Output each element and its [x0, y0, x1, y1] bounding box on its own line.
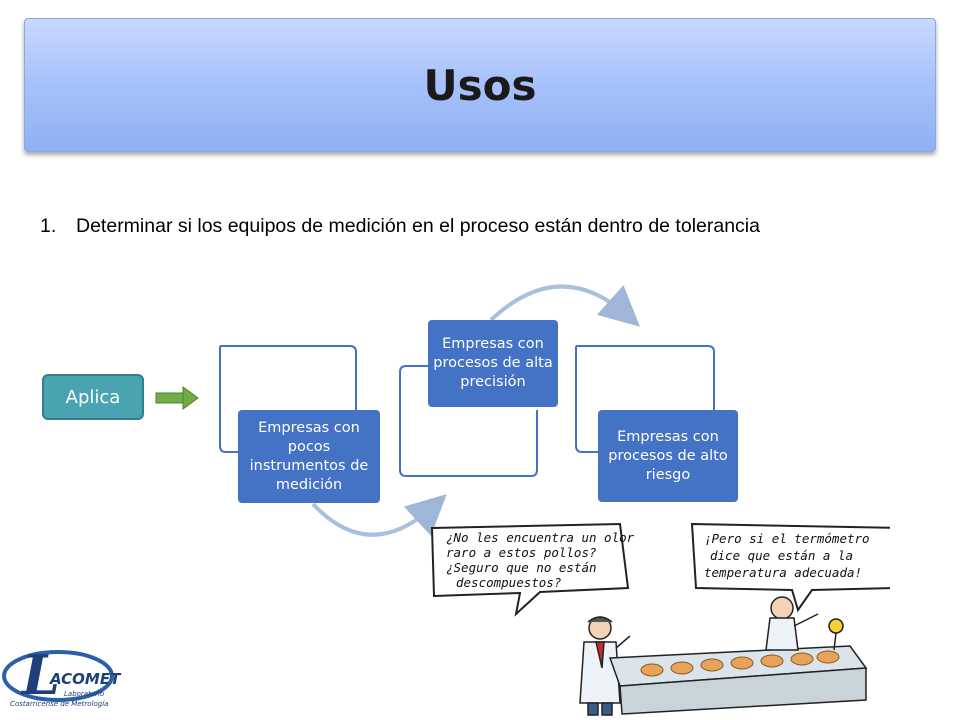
bubble-right-line3: temperatura adecuada! [704, 565, 862, 580]
bubble-left-line2: raro a estos pollos? [446, 545, 597, 560]
vendor-figure [765, 596, 844, 651]
lacomet-logo: L ACOMET Laboratorio Costarricense de Me… [2, 643, 122, 708]
bullet-text: Determinar si los equipos de medición en… [76, 215, 760, 237]
bullet-item: 1. Determinar si los equipos de medición … [40, 215, 940, 238]
bullet-number: 1. [40, 215, 57, 237]
bubble-right-line1: ¡Pero si el termómetro [704, 531, 870, 546]
bubble-right-line2: dice que están a la [710, 548, 853, 563]
svg-text:ACOMET: ACOMET [49, 670, 122, 688]
svg-text:L: L [20, 643, 60, 707]
bracket-frame-1 [220, 345, 357, 410]
bubble-left-line3: ¿Seguro que no están [446, 560, 597, 575]
box-alta-precision: Empresas con procesos de alta precisión [428, 320, 558, 407]
aplica-label: Aplica [42, 374, 144, 420]
curved-arrow-top [489, 284, 640, 327]
inspector-figure [579, 616, 631, 716]
title-banner: Usos [24, 18, 936, 152]
bracket-frame-3 [576, 345, 715, 410]
meat-counter [608, 645, 868, 715]
bracket-frame-3-left [575, 346, 598, 453]
bubble-left-line1: ¿No les encuentra un olor [446, 530, 635, 545]
page-title: Usos [423, 60, 537, 110]
box-alto-riesgo: Empresas con procesos de alto riesgo [598, 410, 738, 502]
bubble-left-line4: descompuestos? [456, 575, 561, 590]
green-arrow-icon [155, 386, 199, 410]
svg-text:Costarricense de Metrología: Costarricense de Metrología [10, 700, 108, 708]
box-pocos-instrumentos: Empresas con pocos instrumentos de medic… [238, 410, 380, 503]
cartoon-illustration: ¿No les encuentra un olor raro a estos p… [430, 522, 890, 716]
bracket-frame-2 [399, 365, 538, 477]
curved-arrow-bottom [311, 494, 447, 537]
svg-text:Laboratorio: Laboratorio [64, 690, 104, 698]
bracket-frame-1-left [219, 346, 238, 453]
